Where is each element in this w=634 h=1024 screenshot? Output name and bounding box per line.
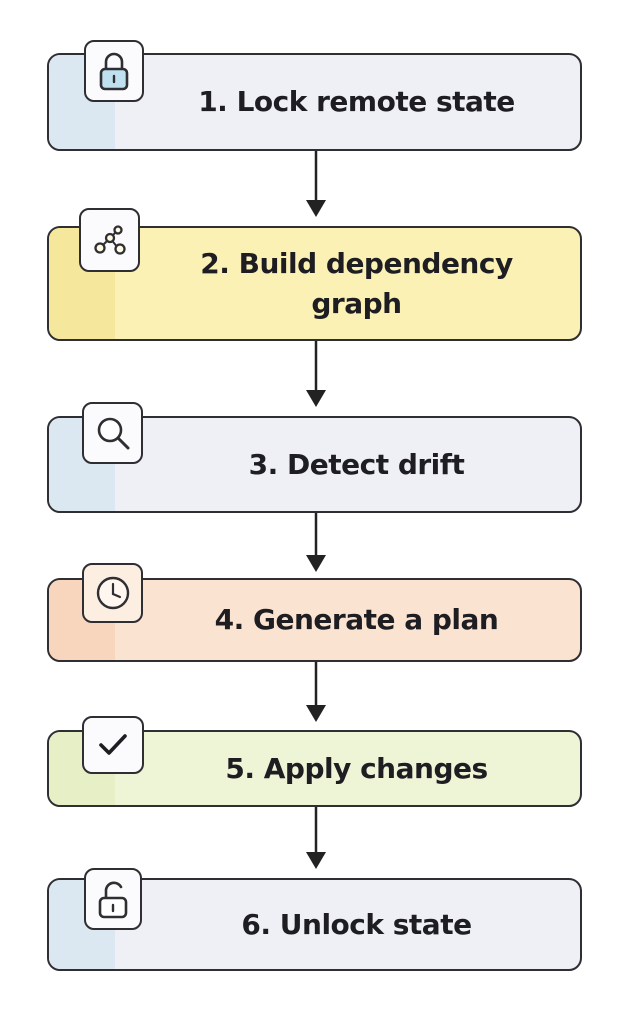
- unlock-icon: [84, 868, 142, 930]
- step-3-box: 3. Detect drift: [47, 416, 582, 513]
- step-3-label: 3. Detect drift: [248, 447, 465, 481]
- arrow-down-5: [306, 806, 326, 869]
- graph-nodes-icon: [79, 208, 140, 272]
- lock-icon: [84, 40, 144, 102]
- arrow-down-1: [306, 150, 326, 217]
- step-1-label: 1. Lock remote state: [198, 85, 515, 118]
- arrow-down-4: [306, 661, 326, 722]
- checkmark-icon: [82, 716, 144, 774]
- step-6-label: 6. Unlock state: [241, 907, 472, 941]
- arrow-down-3: [306, 513, 326, 572]
- magnifier-icon: [82, 402, 143, 464]
- step-4-label: 4. Generate a plan: [214, 603, 499, 636]
- step-5-label: 5. Apply changes: [225, 751, 488, 785]
- step-2-label: 2. Build dependency graph: [200, 246, 513, 320]
- clock-icon: [82, 563, 143, 623]
- arrow-down-2: [306, 340, 326, 407]
- step-2-box: 2. Build dependency graph: [47, 226, 582, 341]
